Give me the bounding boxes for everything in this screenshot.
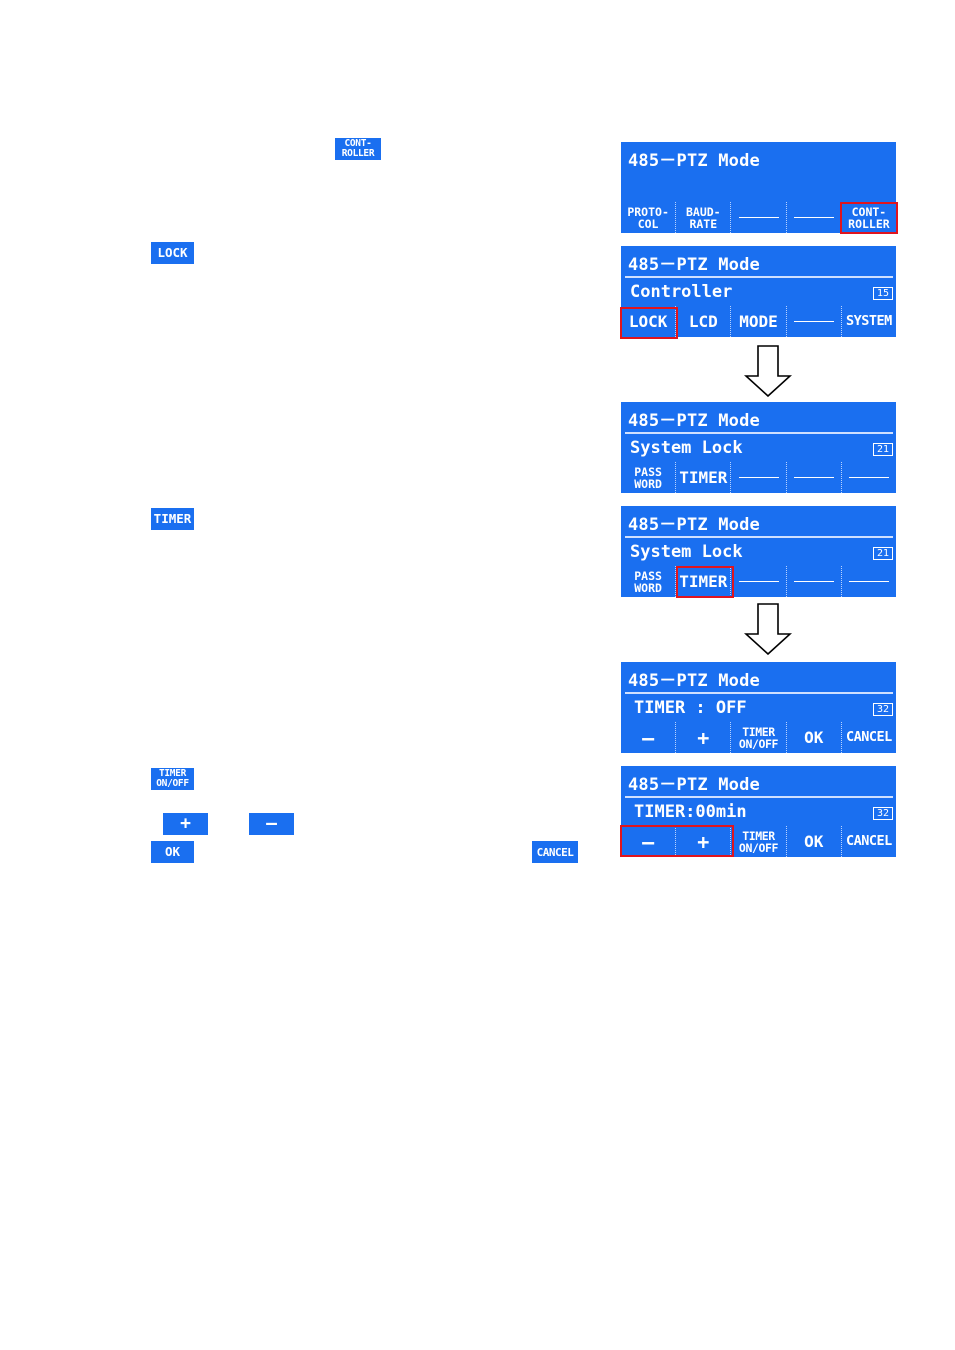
softkey-bar: PROTO-COL BAUD-RATE CONT-ROLLER	[621, 202, 896, 233]
cancel-button-icon: CANCEL	[532, 841, 578, 863]
softkey-ok[interactable]: OK	[785, 826, 841, 857]
lcd-screen-protocol: 485－PTZ Mode PROTO-COL BAUD-RATE CONT-RO…	[621, 142, 896, 233]
screen-title: 485－PTZ Mode	[628, 775, 760, 795]
ok-button-icon: OK	[151, 841, 194, 863]
screen-number: 21	[873, 443, 893, 456]
down-arrow-icon	[744, 345, 792, 397]
screen-number: 32	[873, 807, 893, 820]
screen-number: 15	[873, 287, 893, 300]
softkey-timer[interactable]: TIMER	[675, 566, 730, 597]
controller-button-icon: CONT- ROLLER	[335, 138, 381, 160]
softkey-ok[interactable]: OK	[785, 722, 841, 753]
screen-number: 21	[873, 547, 893, 560]
softkey-minus[interactable]: –	[642, 725, 655, 750]
divider	[625, 536, 893, 538]
screen-subtitle: System Lock	[630, 542, 743, 562]
softkey-empty	[730, 566, 785, 597]
softkey-controller[interactable]: CONT-ROLLER	[840, 202, 896, 233]
softkey-cancel[interactable]: CANCEL	[840, 722, 896, 753]
softkey-plus[interactable]: +	[675, 722, 730, 753]
screen-title: 485－PTZ Mode	[628, 255, 760, 275]
softkey-empty	[840, 566, 896, 597]
divider	[625, 692, 893, 694]
screen-title: 485－PTZ Mode	[628, 671, 760, 691]
timer-button-icon: TIMER	[151, 508, 194, 530]
softkey-baudrate[interactable]: BAUD-RATE	[675, 202, 730, 233]
plus-button-icon: +	[163, 813, 208, 835]
softkey-mode[interactable]: MODE	[730, 306, 785, 337]
softkey-lcd[interactable]: LCD	[675, 306, 730, 337]
softkey-timer[interactable]: TIMER	[675, 462, 730, 493]
minus-button-icon: –	[249, 813, 294, 835]
softkey-bar: LOCK LCD MODE SYSTEM	[621, 306, 896, 337]
softkey-empty	[730, 202, 785, 233]
screen-number: 32	[873, 703, 893, 716]
screen-title: 485－PTZ Mode	[628, 411, 760, 431]
softkey-empty	[785, 202, 841, 233]
softkey-protocol[interactable]: PROTO-COL	[627, 204, 669, 231]
softkey-empty	[730, 462, 785, 493]
down-arrow-icon	[744, 603, 792, 655]
screen-subtitle: Controller	[630, 282, 733, 302]
softkey-empty	[785, 566, 841, 597]
softkey-empty	[840, 462, 896, 493]
divider	[625, 796, 893, 798]
divider	[625, 276, 893, 278]
timer-onoff-button-icon: TIMER ON/OFF	[151, 768, 194, 790]
softkey-empty	[785, 306, 841, 337]
lock-button-icon: LOCK	[151, 242, 194, 264]
softkey-system[interactable]: SYSTEM	[840, 306, 896, 337]
softkey-minus[interactable]: –	[642, 829, 655, 854]
softkey-lock[interactable]: LOCK	[628, 311, 668, 331]
softkey-plus[interactable]: +	[675, 826, 730, 857]
screen-title: 485－PTZ Mode	[628, 515, 760, 535]
softkey-empty	[785, 462, 841, 493]
softkey-cancel[interactable]: CANCEL	[840, 826, 896, 857]
screen-subtitle: TIMER:00min	[634, 802, 747, 822]
divider	[625, 432, 893, 434]
screen-title: 485－PTZ Mode	[628, 151, 760, 171]
lcd-screen-controller: 485－PTZ Mode Controller 15 LOCK LCD MODE…	[621, 246, 896, 337]
screen-subtitle: System Lock	[630, 438, 743, 458]
screen-subtitle: TIMER : OFF	[634, 698, 747, 718]
